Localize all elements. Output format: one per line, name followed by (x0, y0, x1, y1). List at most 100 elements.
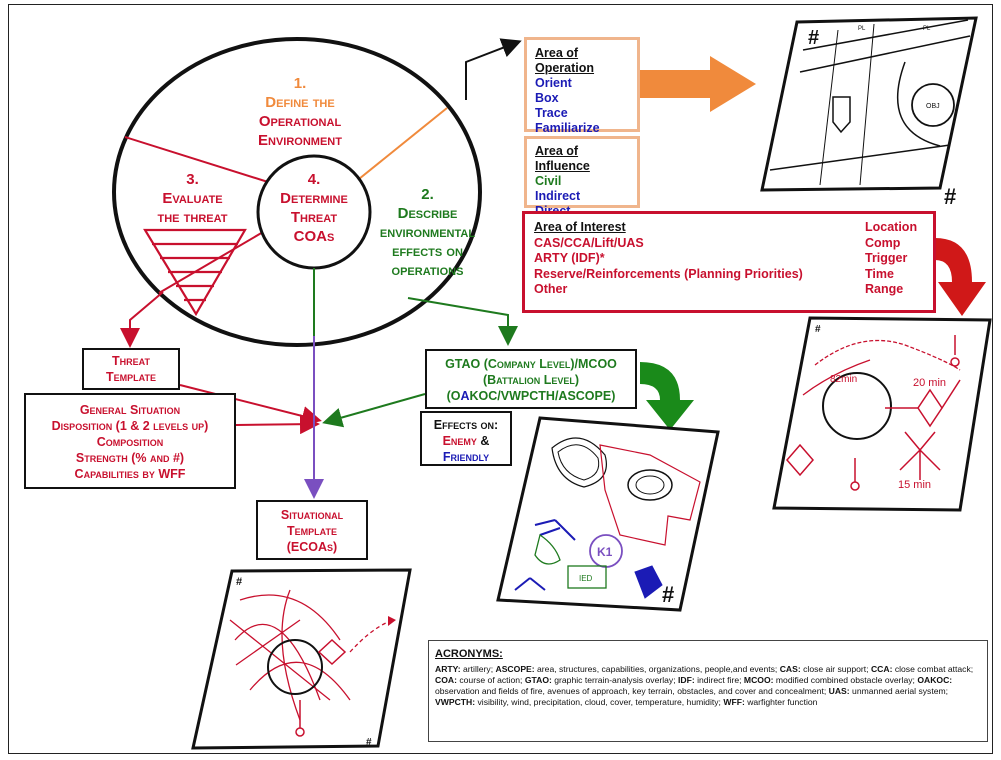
step4-line2: Threat (290, 209, 338, 226)
ipb-cycle-ellipse (112, 37, 482, 347)
aoint-right-location: Location (865, 220, 918, 234)
general-situation-line1: General Situation (79, 403, 181, 417)
svg-text:#: # (236, 576, 242, 588)
map-area-of-interest: # 82min 20 min 15 min (772, 316, 992, 512)
threat-template-line2: Template (106, 370, 156, 384)
threat-template-line1: Threat (112, 354, 150, 368)
acronym-term: GTAO: (524, 675, 552, 685)
effects-enemy: Enemy (442, 434, 477, 448)
acronym-term: ARTY: (435, 664, 461, 674)
arrow-threat-template-to-situational (179, 384, 322, 426)
step3-line1: Evaluate (162, 190, 223, 207)
effects-friendly: Friendly (442, 450, 490, 464)
svg-text:K1: K1 (597, 545, 613, 559)
svg-text:#: # (815, 324, 821, 335)
gtao-line1: GTAO (Company Level)/MCOO (445, 357, 617, 371)
area-of-interest-title: Area of Interest (534, 220, 626, 234)
acronym-term: OAKOC: (917, 675, 953, 685)
divider-3-1 (124, 136, 269, 183)
step1-line1: Define the (265, 94, 335, 111)
situational-template-line1: Situational (280, 508, 344, 522)
aoint-item-other: Other (534, 282, 568, 296)
area-of-operation-box: Area of Operation Orient Box Trace Famil… (524, 37, 640, 135)
acronym-term: UAS: (828, 686, 850, 696)
svg-text:PL: PL (923, 26, 931, 32)
acronyms-title: ACRONYMS: (435, 648, 503, 660)
divider-1-2 (353, 107, 448, 184)
aoint-right-trigger: Trigger (865, 251, 908, 265)
acronym-term: CAS: (779, 664, 801, 674)
map-area-of-operation: # # OBJ PL PL (760, 16, 978, 209)
aoi-item-indirect: Indirect (535, 189, 581, 203)
figure-frame (8, 4, 993, 754)
step3-label: 3. Evaluate the threat (140, 170, 245, 227)
acronyms-text: ARTY: artillery; ASCOPE: area, structure… (435, 664, 974, 707)
effects-on-title: Effects on: (433, 418, 499, 432)
green-curved-arrow-icon (640, 362, 694, 430)
aoint-right-time: Time (865, 266, 894, 281)
svg-text:PL: PL (858, 26, 866, 32)
aoint-item-reserve: Reserve/Reinforcements (Planning Priorit… (534, 266, 803, 281)
aoint-right-comp: Comp (865, 235, 901, 250)
svg-text:20 min: 20 min (913, 377, 946, 389)
aoint-right-range: Range (865, 282, 904, 296)
step2-label: 2. Describe environmental effects on ope… (360, 185, 495, 280)
step2-line1: Describe (397, 205, 458, 222)
area-of-influence-box: Area of Influence Civil Indirect Direct (524, 136, 640, 218)
orange-arrow-icon (640, 56, 756, 112)
acronym-term: MCOO: (743, 675, 774, 685)
acronym-term: COA: (435, 675, 457, 685)
arrow-to-area-of-operation (465, 38, 522, 100)
aoo-item-familiarize: Familiarize (535, 121, 600, 135)
area-of-influence-title: Area of Influence (535, 144, 590, 173)
area-of-interest-box: Area of Interest CAS/CCA/Lift/UAS ARTY (… (522, 211, 936, 313)
svg-text:#: # (808, 27, 819, 49)
aoint-item-cas: CAS/CCA/Lift/UAS (534, 235, 644, 250)
step1-line2: Operational (258, 113, 342, 130)
step2-line2: environmental (379, 224, 476, 241)
arrow-step2-to-gtao (407, 297, 518, 346)
threat-template-box: Threat Template (82, 348, 180, 390)
acronym-term: VWPCTH: (435, 697, 476, 707)
step1-label: 1. Define the Operational Environment (230, 74, 370, 150)
aoo-item-box: Box (535, 91, 559, 105)
area-of-operation-title: Area of Operation (535, 46, 595, 75)
step2-number: 2. (421, 186, 434, 203)
map-situational-template: # # (191, 568, 412, 750)
acronym-term: IDF: (677, 675, 695, 685)
general-situation-line4: Strength (% and #) (75, 451, 185, 465)
gtao-line3: (OAKOC/VWPCTH/ASCOPE) (446, 389, 616, 403)
step3-number: 3. (186, 171, 199, 188)
svg-text:#: # (944, 184, 956, 209)
situational-template-line3: (ECOAs) (286, 540, 338, 554)
general-situation-line5: Capabilities by WFF (74, 467, 186, 481)
svg-text:#: # (662, 582, 674, 607)
acronym-term: ASCOPE: (495, 664, 535, 674)
red-curved-arrow-icon (935, 238, 986, 316)
aoi-item-civil: Civil (535, 174, 562, 188)
step1-line3: Environment (258, 132, 342, 149)
aoo-item-orient: Orient (535, 76, 572, 90)
step2-line3: effects on (392, 243, 463, 260)
step2-line4: operations (391, 262, 464, 279)
step4-number: 4. (307, 171, 321, 188)
situational-template-box: Situational Template (ECOAs) (256, 500, 368, 560)
general-situation-line2: Disposition (1 & 2 levels up) (51, 419, 209, 433)
aoo-item-trace: Trace (535, 106, 568, 120)
situational-template-line2: Template (287, 524, 337, 538)
step4-line1: Determine (280, 190, 348, 207)
acronym-term: WFF: (723, 697, 745, 707)
threat-triangle-icon (143, 228, 247, 317)
aoint-item-arty: ARTY (IDF)* (534, 251, 605, 265)
svg-text:82min: 82min (830, 374, 857, 385)
svg-text:#: # (366, 737, 372, 748)
arrow-general-situation-to-situational (235, 414, 320, 435)
step3-line2: the threat (157, 209, 228, 226)
step4-line3: COAs (293, 228, 335, 245)
step1-number: 1. (293, 75, 307, 92)
acronym-term: CCA: (870, 664, 893, 674)
step4-label: 4. Determine Threat COAs (260, 170, 368, 246)
gtao-line2: (Battalion Level) (482, 373, 580, 387)
acronyms-box: ACRONYMS: ARTY: artillery; ASCOPE: area,… (428, 640, 988, 742)
